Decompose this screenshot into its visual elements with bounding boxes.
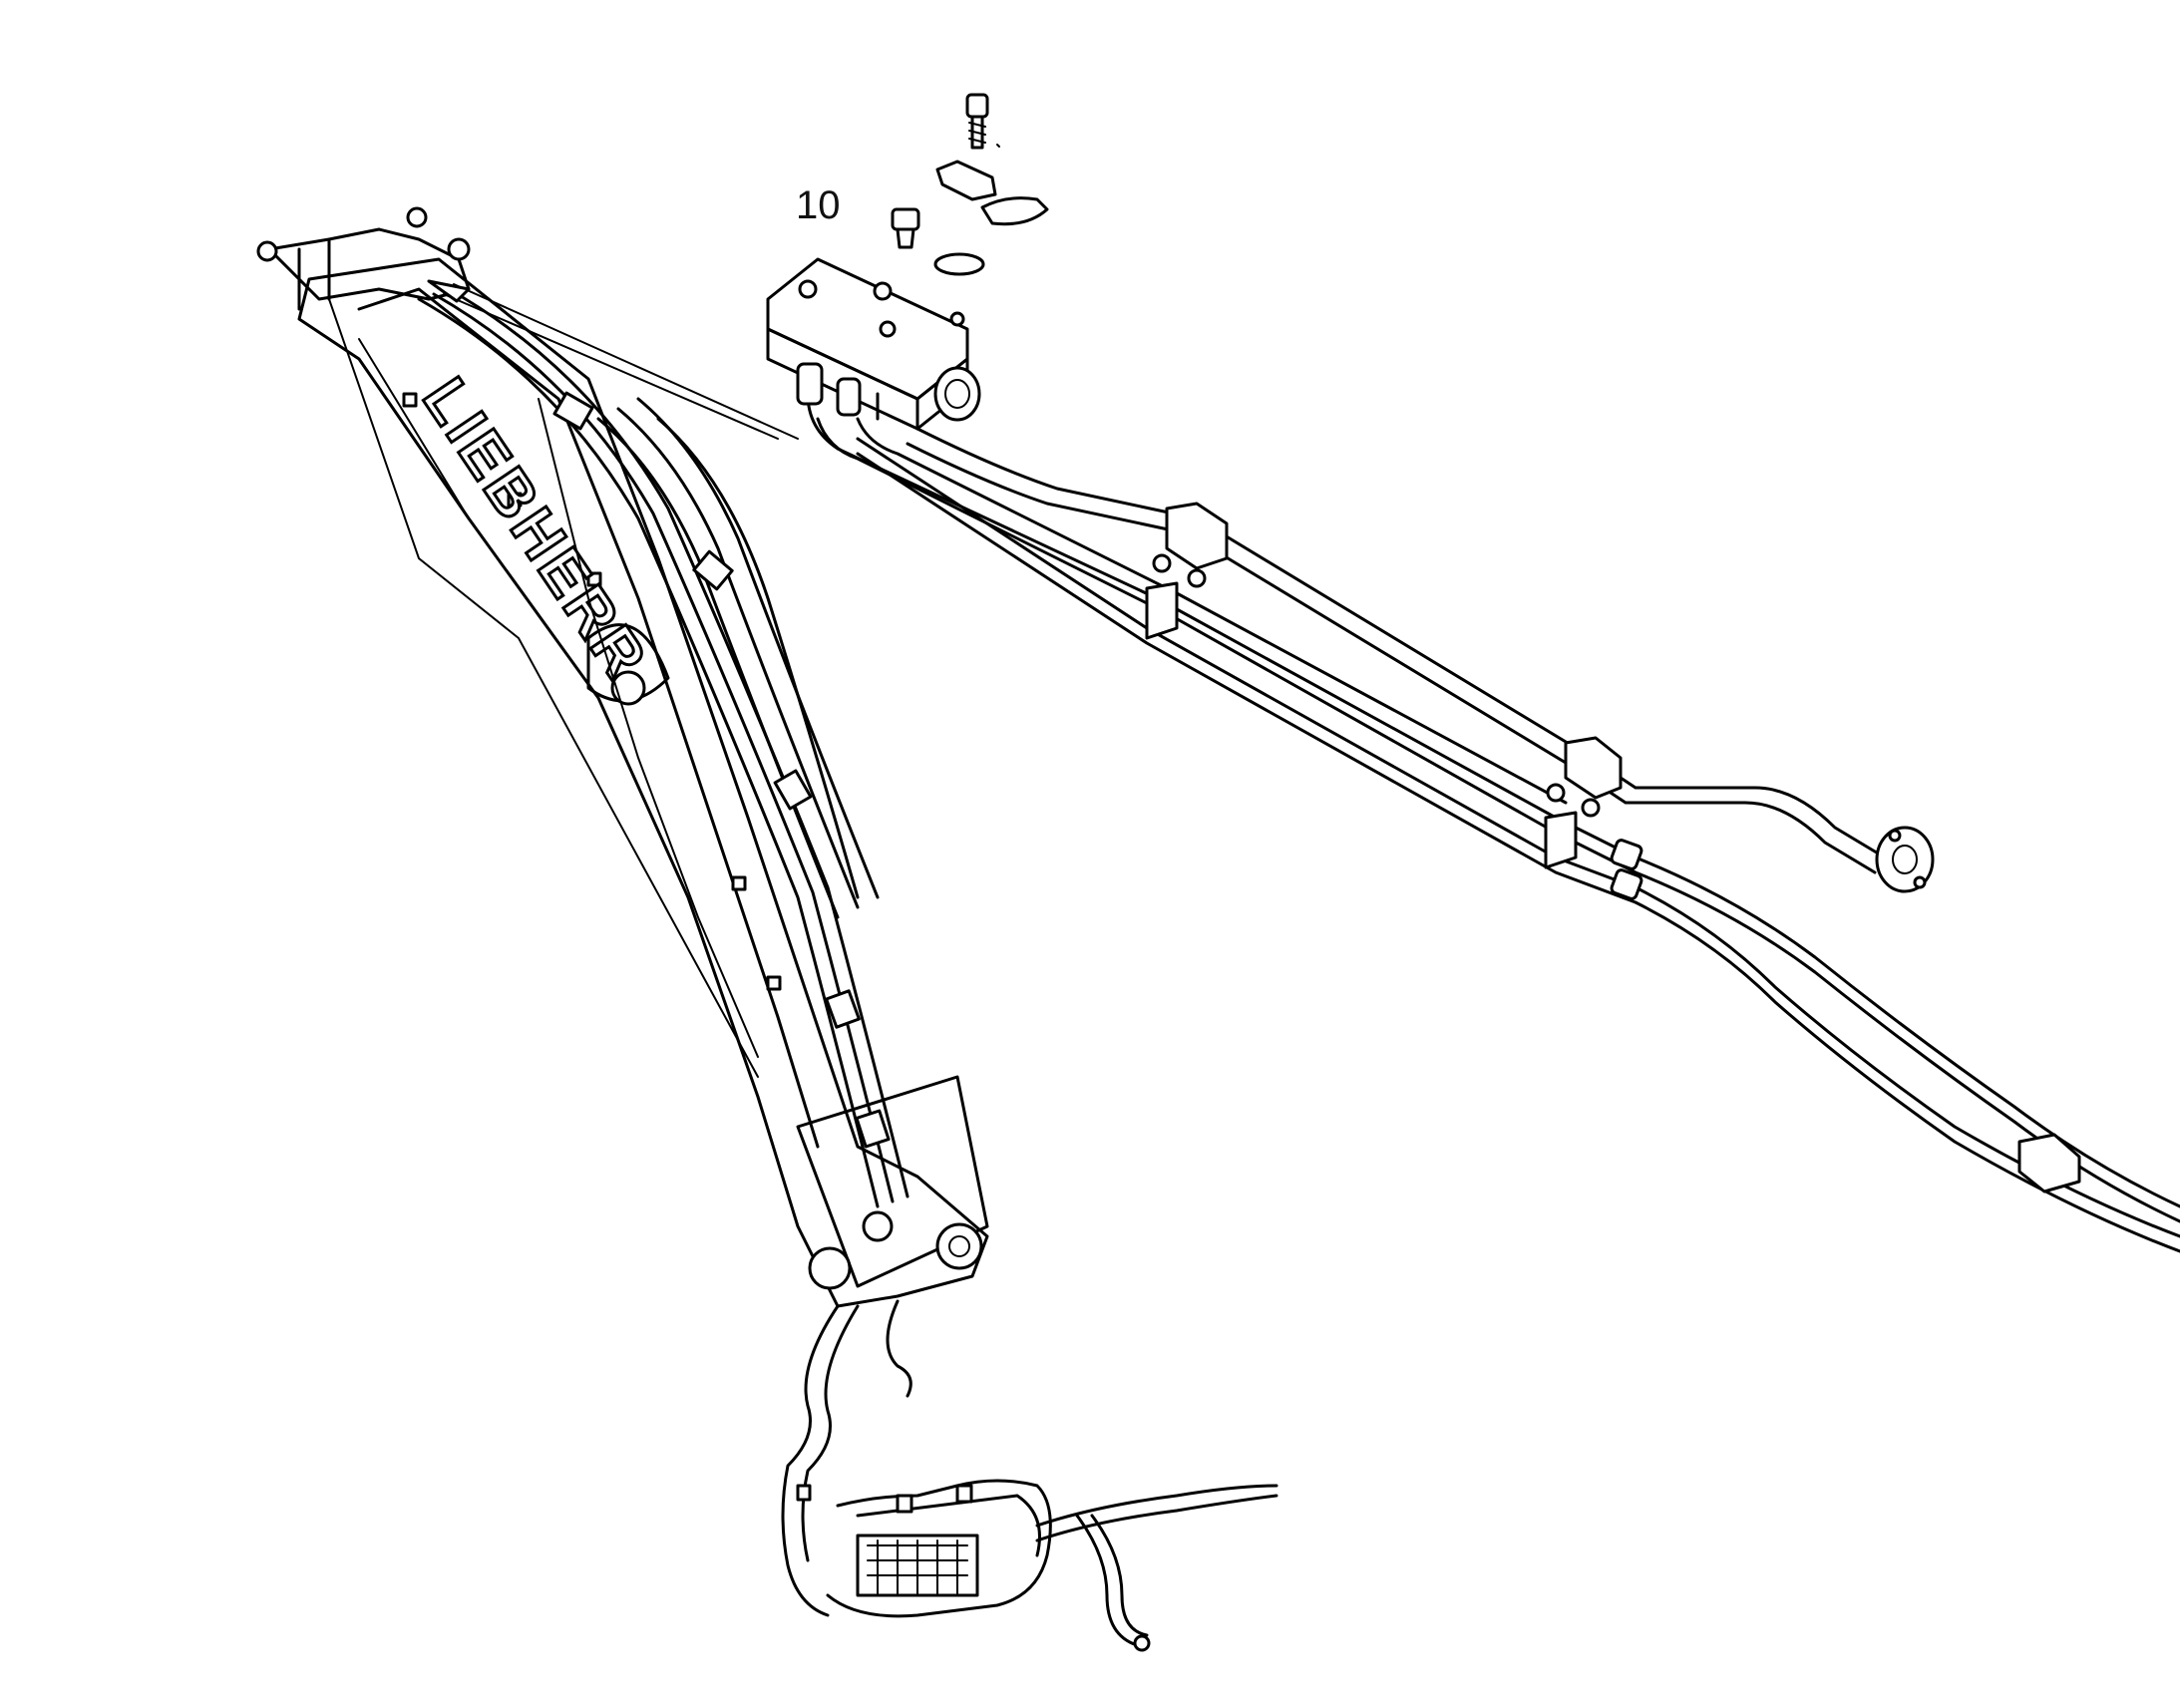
pipe-runs [796, 362, 2180, 1253]
fasteners [891, 93, 1049, 276]
pipe-clamps [1145, 502, 2081, 1194]
leader-line [427, 279, 799, 440]
boom-side-panel [357, 287, 820, 1149]
boom-hoses [417, 287, 909, 1208]
part-number-10: 10 [796, 183, 841, 227]
lower-harness [781, 1299, 1278, 1652]
boom-logo: LIEBHERR [409, 366, 660, 693]
boom-outline [297, 257, 989, 1308]
valve-block [766, 257, 981, 431]
